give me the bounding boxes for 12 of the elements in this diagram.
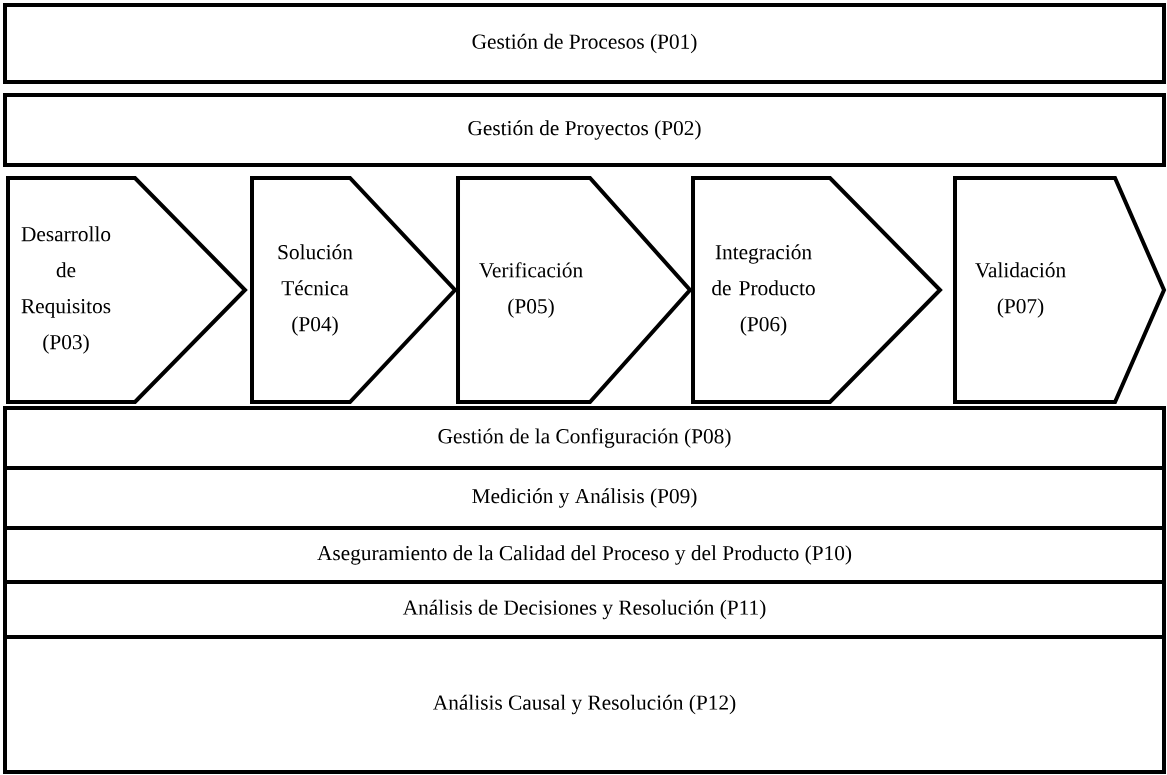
pentagon-process-box: Desarrollo de Requisitos (P03) bbox=[6, 176, 248, 404]
process-band: Aseguramiento de la Calidad del Proceso y del Producto (P10) bbox=[3, 526, 1166, 584]
process-band: Gestión de Proyectos (P02) bbox=[3, 93, 1166, 167]
process-band: Medición y Análisis (P09) bbox=[3, 466, 1166, 530]
process-band: Análisis de Decisiones y Resolución (P11) bbox=[3, 580, 1166, 639]
process-band: Gestión de la Configuración (P08) bbox=[3, 406, 1166, 470]
process-band: Gestión de Procesos (P01) bbox=[3, 3, 1166, 84]
pentagon-process-box: Validación (P07) bbox=[953, 176, 1167, 404]
pentagon-process-box: Integración de Producto (P06) bbox=[691, 176, 943, 404]
pentagon-process-box: Verificación (P05) bbox=[456, 176, 693, 404]
pentagon-process-box: Solución Técnica (P04) bbox=[250, 176, 458, 404]
process-band: Análisis Causal y Resolución (P12) bbox=[3, 635, 1166, 774]
